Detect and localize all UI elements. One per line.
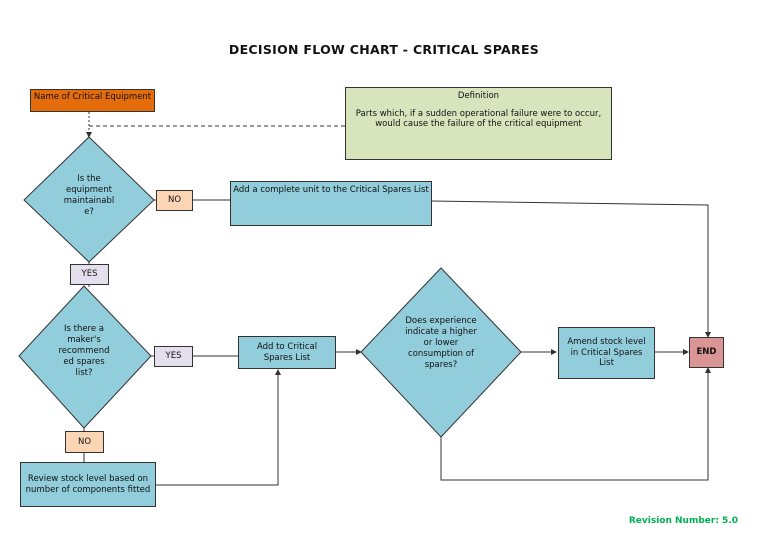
add-complete-unit: Add a complete unit to the Critical Spar…: [230, 181, 432, 226]
revision-number: Revision Number: 5.0: [628, 516, 738, 526]
add-to-critical: Add to Critical Spares List: [238, 336, 336, 369]
definition-heading: Definition: [457, 91, 500, 101]
chart-title: DECISION FLOW CHART - CRITICAL SPARES: [228, 42, 540, 57]
end-node: END: [689, 337, 724, 368]
decision-maintainable-text: Is the equipment maintainabl e?: [63, 174, 115, 218]
definition-box: Definition Parts which, if a sudden oper…: [345, 87, 612, 160]
connector-review-add: [156, 369, 281, 486]
no-label-makers: NO: [65, 431, 104, 453]
connector-experience-end: [440, 367, 711, 481]
definition-text: Parts which, if a sudden operational fai…: [355, 108, 602, 130]
decision-maintainable: [23, 136, 155, 263]
decision-experience-text: Does experience indicate a higher or low…: [405, 316, 477, 371]
no-label-maintainable: NO: [156, 190, 193, 211]
yes-label-maintainable: YES: [70, 264, 109, 285]
connector-complete-end: [430, 200, 711, 338]
decision-experience: [360, 267, 522, 438]
review-stock-level: Review stock level based on number of co…: [20, 462, 156, 507]
amend-stock-level: Amend stock level in Critical Spares Lis…: [558, 327, 655, 379]
decision-makers-text: Is there a maker's recommend ed spares l…: [58, 324, 110, 379]
decision-makers-list: [18, 285, 152, 429]
yes-label-makers: YES: [154, 346, 193, 367]
start-name-equipment: Name of Critical Equipment: [30, 89, 155, 112]
